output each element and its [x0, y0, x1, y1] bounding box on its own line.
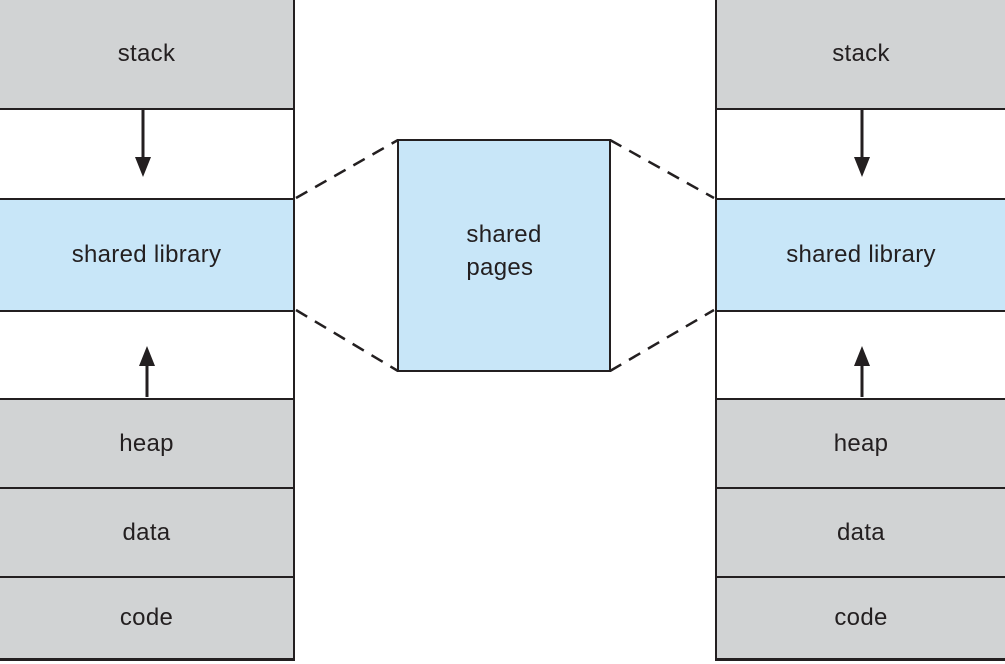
left-stack-growth-gap [0, 108, 293, 198]
left-stack-segment: stack [0, 0, 293, 108]
left-code-segment: code [0, 576, 293, 661]
shared-pages-label-line1: shared [466, 220, 542, 248]
right-data-segment: data [717, 487, 1005, 576]
right-heap-label: heap [833, 429, 889, 457]
shared-pages-label: shared pages [466, 218, 541, 284]
right-heap-growth-gap [717, 310, 1005, 398]
left-stack-label: stack [117, 40, 176, 67]
right-shared-library-segment: shared library [717, 198, 1005, 310]
right-process-memory-map: stack shared library heap data code [715, 0, 1005, 661]
right-stack-label: stack [832, 40, 890, 67]
right-heap-segment: heap [717, 398, 1005, 487]
right-stack-growth-gap [717, 108, 1005, 198]
left-data-segment: data [0, 487, 293, 576]
right-code-label: code [834, 604, 888, 631]
left-heap-segment: heap [0, 398, 293, 487]
left-top-mapping-dash-line [295, 138, 399, 200]
left-code-label: code [119, 604, 174, 631]
right-code-segment: code [717, 576, 1005, 661]
shared-pages-label-line2: pages [466, 253, 534, 281]
left-data-label: data [122, 518, 171, 546]
left-process-memory-map: stack shared library heap data code [0, 0, 295, 661]
left-heap-growth-gap [0, 310, 293, 398]
left-shared-library-segment: shared library [0, 198, 293, 310]
left-bottom-mapping-dash-line [295, 308, 399, 373]
right-data-label: data [837, 518, 885, 546]
right-bottom-mapping-dash-line [609, 308, 715, 373]
right-shared-library-label: shared library [786, 241, 936, 268]
right-stack-segment: stack [717, 0, 1005, 108]
shared-pages-box: shared pages [397, 139, 611, 372]
left-shared-library-label: shared library [71, 241, 222, 268]
left-heap-label: heap [119, 429, 174, 457]
right-top-mapping-dash-line [609, 138, 715, 200]
